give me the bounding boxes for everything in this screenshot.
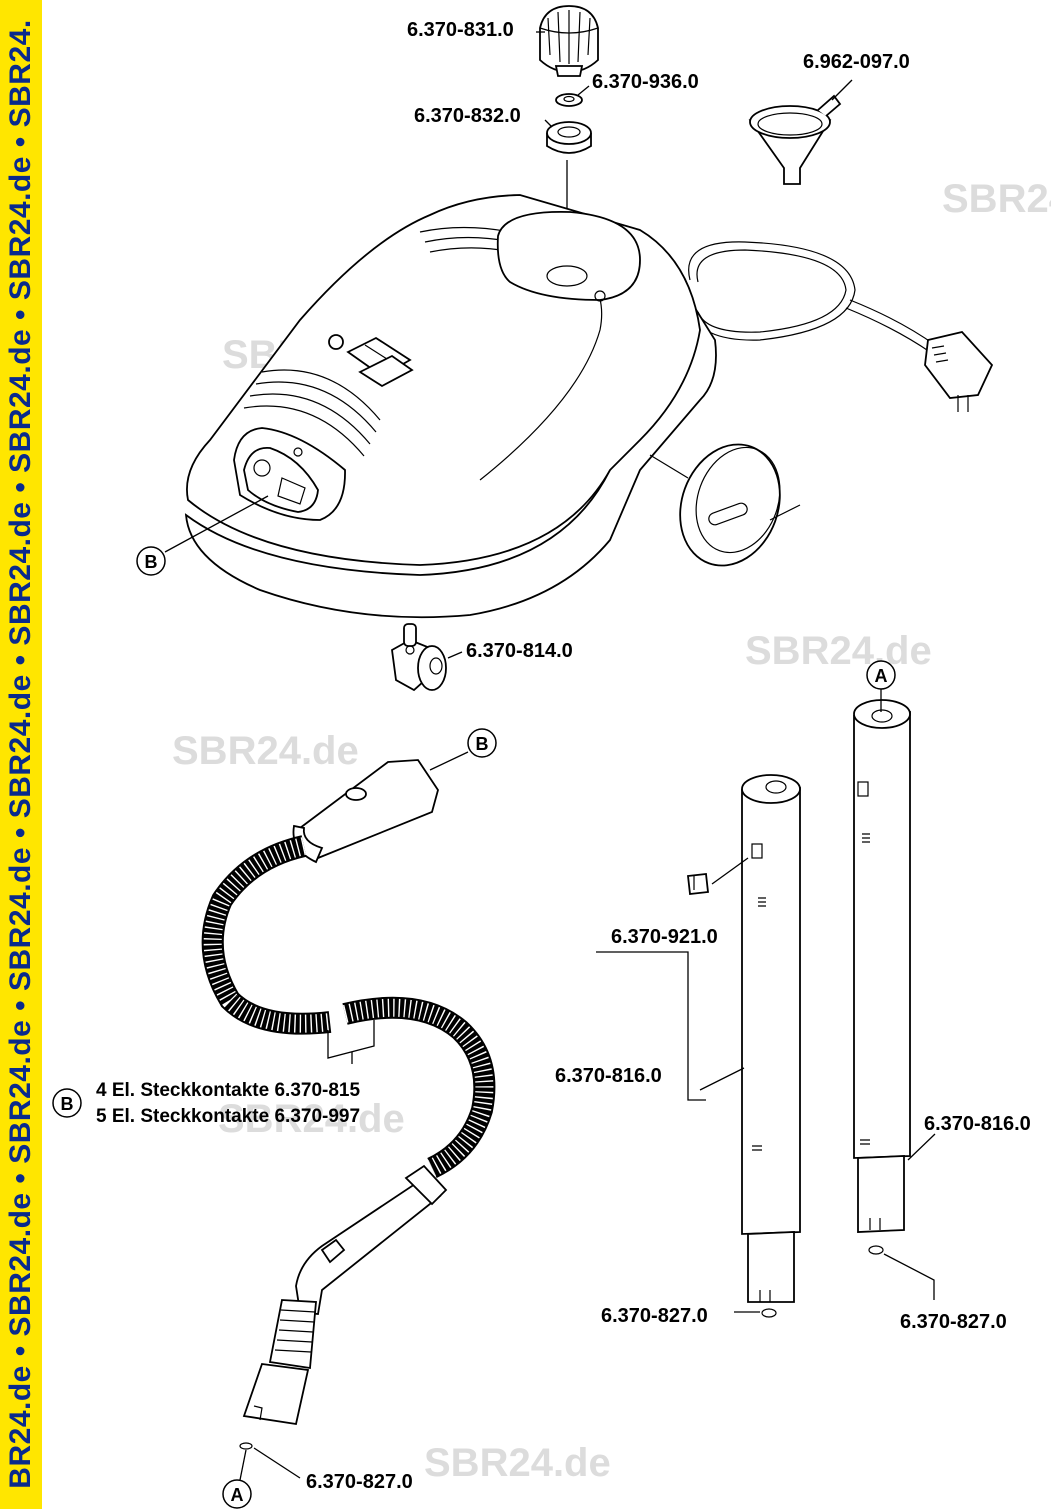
leader-line (883, 1253, 935, 1300)
watermark: SBR24.de (745, 629, 932, 673)
steam-cleaner-body (184, 194, 994, 619)
leader-line (239, 1449, 247, 1481)
marker-b-circle: B (467, 728, 497, 758)
leader-line (831, 79, 853, 101)
leader-line (699, 1067, 745, 1091)
part-number-castor: 6.370-814.0 (466, 640, 573, 662)
extension-tube-right (853, 699, 911, 1233)
marker-a-circle: A (222, 1479, 252, 1509)
o-ring (868, 1245, 884, 1255)
filler-cap (539, 5, 599, 77)
leader-line (544, 119, 553, 128)
part-number-tube-right: 6.370-816.0 (924, 1113, 1031, 1135)
part-number-funnel: 6.962-097.0 (803, 51, 910, 73)
leader-line (429, 751, 469, 771)
castor-wheel (391, 623, 447, 692)
part-number-oring-left: 6.370-827.0 (601, 1305, 708, 1327)
marker-a-label: A (231, 1485, 244, 1505)
slide-switch (687, 873, 709, 895)
steam-hose (201, 759, 496, 1426)
marker-b-label: B (61, 1094, 74, 1114)
marker-b-label: B (476, 734, 489, 754)
extension-tube-left (741, 774, 801, 1303)
part-number-cap: 6.370-831.0 (407, 19, 514, 41)
leader-line (577, 85, 590, 96)
leader-line (907, 1133, 936, 1161)
watermark: SBR24.de (424, 1441, 611, 1485)
marker-a-circle: A (866, 660, 896, 690)
watermark: SBR24.de (172, 729, 359, 773)
seal-ring (546, 121, 592, 154)
part-number-switch: 6.370-921.0 (611, 926, 718, 948)
note-line-1: 4 El. Steckkontakte 6.370-815 (96, 1080, 360, 1101)
note-line-2: 5 El. Steckkontakte 6.370-997 (96, 1106, 360, 1127)
o-ring (239, 1442, 253, 1450)
part-number-tube-left: 6.370-816.0 (555, 1065, 662, 1087)
washer (555, 93, 583, 107)
funnel (748, 94, 842, 185)
marker-b-label: B (145, 552, 158, 572)
marker-b-circle: B (136, 546, 166, 576)
leader-line (711, 857, 749, 885)
leader-line (164, 495, 269, 553)
leader-line (447, 651, 463, 659)
o-ring (761, 1308, 777, 1318)
part-number-oring-right: 6.370-827.0 (900, 1311, 1007, 1333)
marker-b-circle: B (52, 1088, 82, 1118)
leader-line (253, 1447, 301, 1479)
watermark: SBR24.de (218, 1097, 405, 1141)
part-number-seal: 6.370-832.0 (414, 105, 521, 127)
marker-a-label: A (875, 666, 888, 686)
part-number-oring-hose: 6.370-827.0 (306, 1471, 413, 1493)
part-number-washer: 6.370-936.0 (592, 71, 699, 93)
bracket-line (596, 951, 706, 1101)
watermark: SBR24.de (942, 177, 1051, 221)
bracket-line (327, 1020, 375, 1059)
watermark-sidebar: BR24.de • SBR24.de • SBR24.de • SBR24.de… (0, 0, 42, 1509)
